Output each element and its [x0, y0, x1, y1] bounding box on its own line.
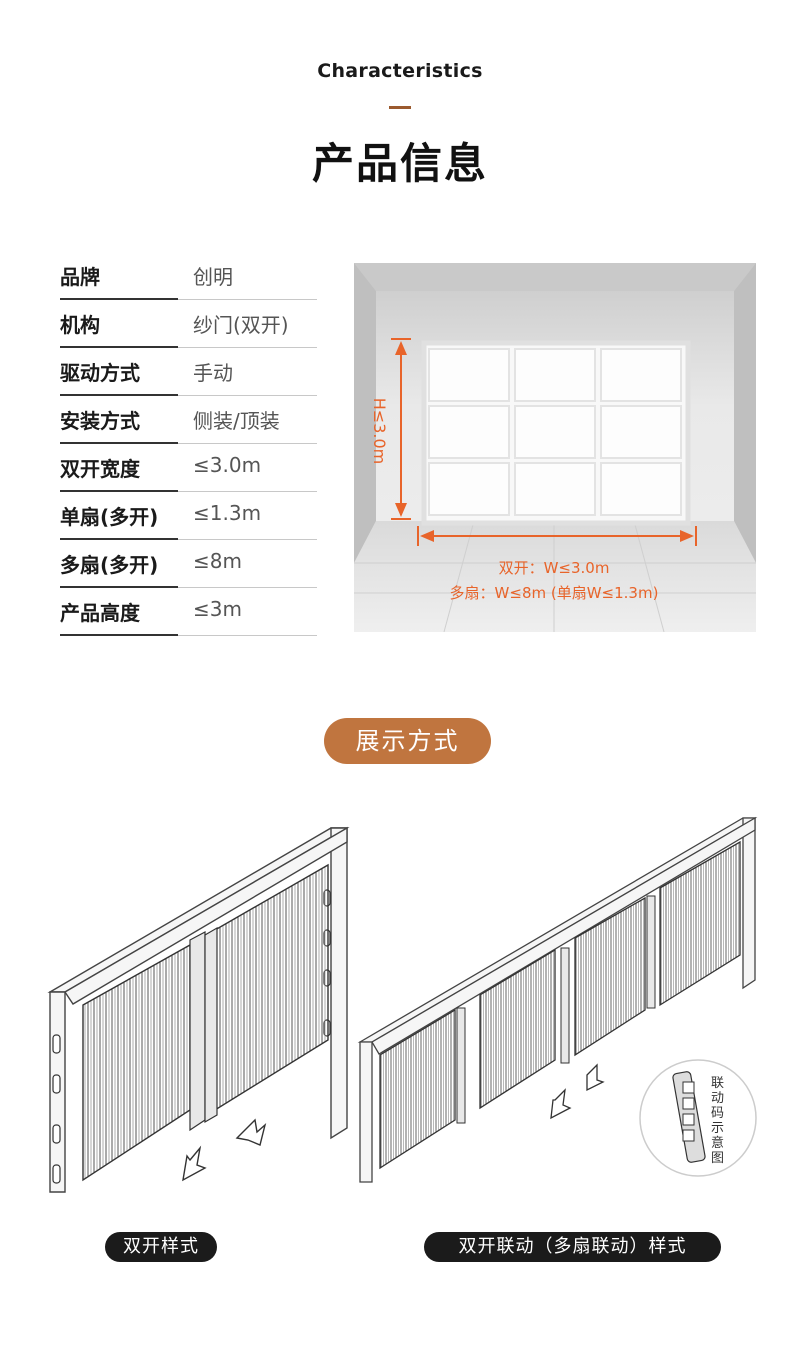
linkage-inset-label: 联动码示意图: [711, 1076, 725, 1166]
title-accent-bar: [389, 106, 411, 109]
row-divider: [60, 442, 178, 444]
spec-key: 驱动方式: [60, 361, 140, 385]
width-label-multi: 多扇：W≤8m (单扇W≤1.3m): [450, 584, 659, 602]
multi-leaf-door-illustration: [357, 816, 758, 1183]
direction-arrows: [550, 1063, 605, 1120]
spec-key: 单扇(多开): [60, 505, 159, 529]
spec-value: ≤8m: [193, 549, 242, 573]
height-arrow: [391, 338, 411, 520]
direction-arrows: [182, 1118, 267, 1182]
spec-row: 单扇(多开) ≤1.3m: [60, 492, 317, 540]
spec-row: 品牌 创明: [60, 252, 317, 300]
floor-tiles: [354, 520, 756, 632]
spec-key: 多扇(多开): [60, 553, 159, 577]
leaf-posts: [456, 895, 656, 1124]
linkage-style-caption: 双开联动（多扇联动）样式: [424, 1232, 721, 1262]
double-style-caption: 双开样式: [105, 1232, 217, 1262]
spec-value: 侧装/顶装: [193, 409, 280, 433]
width-arrow: [417, 526, 697, 546]
row-divider: [178, 395, 317, 396]
leaf-3: [574, 896, 646, 1057]
spec-key: 双开宽度: [60, 457, 140, 481]
row-divider: [60, 298, 178, 300]
row-divider: [178, 299, 317, 300]
row-divider: [178, 491, 317, 492]
spec-key: 品牌: [60, 265, 100, 289]
row-divider: [60, 394, 178, 396]
row-divider: [60, 346, 178, 348]
spec-table: 品牌 创明 机构 纱门(双开) 驱动方式 手动 安装方式 侧装/顶装 双开宽度 …: [60, 252, 317, 636]
spec-key: 机构: [60, 313, 100, 337]
row-divider: [178, 443, 317, 444]
row-divider: [178, 539, 317, 540]
width-label-double: 双开：W≤3.0m: [499, 559, 610, 577]
spec-value: 手动: [193, 361, 233, 385]
spec-row: 驱动方式 手动: [60, 348, 317, 396]
row-divider: [178, 587, 317, 588]
leaf-2: [479, 948, 556, 1110]
leaf-1: [379, 1008, 456, 1170]
page-title: 产品信息: [311, 139, 488, 188]
double-door-illustration: [47, 826, 350, 1193]
spec-row: 机构 纱门(双开): [60, 300, 317, 348]
right-wall: [734, 263, 756, 563]
row-divider: [60, 490, 178, 492]
spec-row: 产品高度 ≤3m: [60, 588, 317, 636]
spec-value: ≤1.3m: [193, 501, 262, 525]
leaf-4: [659, 840, 741, 1007]
row-divider: [60, 634, 178, 636]
spec-key: 安装方式: [60, 409, 140, 433]
section-eyebrow: Characteristics: [317, 60, 483, 82]
spec-value: ≤3.0m: [193, 453, 262, 477]
spec-value: 创明: [193, 265, 233, 289]
right-leaf: [204, 863, 329, 1124]
spec-key: 产品高度: [60, 601, 140, 625]
row-divider: [60, 538, 178, 540]
left-leaf: [82, 931, 206, 1182]
room-size-diagram: H≤3.0m 双开：W≤3.0m 多扇：W≤8m (单扇W≤1.3m): [354, 263, 756, 632]
height-label: H≤3.0m: [370, 398, 389, 464]
left-wall: [354, 263, 376, 563]
display-mode-button[interactable]: 展示方式: [324, 718, 491, 764]
spec-row: 安装方式 侧装/顶装: [60, 396, 317, 444]
row-divider: [178, 635, 317, 636]
spec-value: 纱门(双开): [193, 313, 289, 337]
linkage-inset: [639, 1059, 757, 1177]
spec-value: ≤3m: [193, 597, 242, 621]
window-frame: [421, 340, 691, 526]
outer-frame: [357, 816, 758, 1183]
row-divider: [60, 586, 178, 588]
floor: [354, 521, 756, 632]
spec-row: 双开宽度 ≤3.0m: [60, 444, 317, 492]
ceiling: [354, 263, 756, 291]
row-divider: [178, 347, 317, 348]
spec-row: 多扇(多开) ≤8m: [60, 540, 317, 588]
